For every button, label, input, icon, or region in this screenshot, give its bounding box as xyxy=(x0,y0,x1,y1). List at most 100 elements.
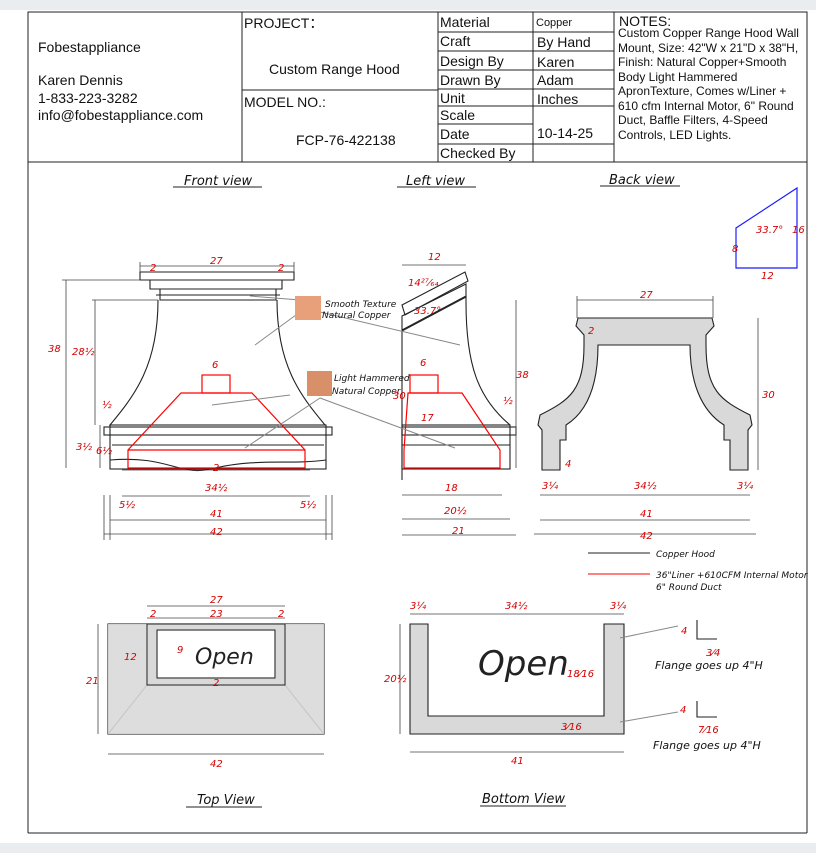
field-label-drawn: Drawn By xyxy=(440,72,501,88)
field-label-unit: Unit xyxy=(440,90,465,106)
dim-bot-l: 3¼ xyxy=(410,600,426,612)
contact-phone: 1-833-223-3282 xyxy=(38,90,138,106)
dim-front-foot-r: 5½ xyxy=(300,499,316,511)
legend-liner-2: 6" Round Duct xyxy=(656,583,722,593)
dim-bot-18: 18⁄16 xyxy=(567,669,594,680)
left-view-title: Left view xyxy=(406,174,465,189)
dim-flange-4b: 4 xyxy=(680,705,686,716)
top-view-flange xyxy=(146,623,286,686)
hammered-copper-swatch xyxy=(307,371,332,396)
model-value: FCP-76-422138 xyxy=(296,132,396,148)
dim-tri-8: 8 xyxy=(732,244,738,255)
dim-left-top: 12 xyxy=(428,252,441,263)
field-value-drawn: Adam xyxy=(537,72,574,88)
top-view-fill xyxy=(108,624,324,734)
dim-left-38: 38 xyxy=(516,370,529,381)
dim-top-23: 23 xyxy=(210,609,223,620)
dim-left-20: 20½ xyxy=(444,505,467,517)
back-view-outline xyxy=(537,317,753,471)
dim-front-arch: 2 xyxy=(213,463,219,474)
field-label-checked: Checked By xyxy=(440,145,516,161)
dim-left-half: ½ xyxy=(503,395,513,407)
dim-bot-41: 41 xyxy=(511,756,524,767)
back-view-title: Back view xyxy=(609,173,675,188)
smooth-texture-label: Smooth Texture xyxy=(325,300,397,310)
dim-left-slope: 14²⁷⁄₆₄ xyxy=(408,278,438,289)
dim-left-18: 18 xyxy=(445,483,458,494)
dim-top-12: 12 xyxy=(124,652,137,663)
field-value-craft: By Hand xyxy=(537,34,591,50)
dim-tri-angle: 33.7° xyxy=(756,225,783,236)
dim-left-17: 17 xyxy=(421,413,434,424)
bottom-bar xyxy=(0,843,816,853)
left-view-liner xyxy=(403,374,501,469)
field-label-material: Material xyxy=(440,14,490,30)
field-value-design: Karen xyxy=(537,54,575,70)
dim-back-inner: 34½ xyxy=(634,480,657,492)
dim-front-duct: 6 xyxy=(212,360,218,371)
front-view-liner xyxy=(127,374,306,469)
dim-back-side-l: 3¼ xyxy=(542,480,558,492)
hammered-label: Light Hammered xyxy=(334,374,410,384)
field-value-unit: Inches xyxy=(537,91,579,107)
smooth-copper-label: Natural Copper xyxy=(322,311,392,321)
dim-bot-3: 3⁄16 xyxy=(561,722,582,733)
dim-front-foot-l: 5½ xyxy=(119,499,135,511)
dim-back-side-r: 3¼ xyxy=(737,480,753,492)
legend-copper-hood: Copper Hood xyxy=(656,550,715,560)
dim-front-6half: 6½ xyxy=(96,445,112,457)
dim-front-h38: 38 xyxy=(48,344,61,355)
dim-top-27: 27 xyxy=(210,595,223,606)
field-label-design: Design By xyxy=(440,53,504,69)
dim-front-inner: 34½ xyxy=(205,482,228,494)
view-title-underlines xyxy=(173,185,680,808)
dim-top-2a: 2 xyxy=(150,609,156,620)
dim-left-duct: 6 xyxy=(420,358,426,369)
top-view-open-text: Open xyxy=(195,645,254,670)
dim-front-41: 41 xyxy=(210,509,223,520)
dim-front-3half: 3½ xyxy=(76,441,92,453)
dim-top-2c: 2 xyxy=(213,678,219,689)
dim-left-21: 21 xyxy=(452,526,465,537)
drawing-sheet: Fobestappliance Karen Dennis 1-833-223-3… xyxy=(0,10,816,843)
dimension-lines xyxy=(62,262,759,755)
flange-note-bottom: Flange goes up 4"H xyxy=(653,739,761,752)
hammered-copper-label: Natural Copper xyxy=(332,387,402,397)
bottom-view-title: Bottom View xyxy=(482,792,565,807)
field-value-material: Copper xyxy=(536,17,573,29)
flange-note-top: Flange goes up 4"H xyxy=(655,659,763,672)
top-view-title: Top View xyxy=(197,793,255,808)
dim-top-42: 42 xyxy=(210,759,223,770)
dim-flange-716: 7⁄16 xyxy=(698,725,719,736)
angle-triangle xyxy=(735,186,798,269)
bottom-view-open-text: Open xyxy=(478,644,569,684)
dim-left-angle: 33.7° xyxy=(414,306,441,317)
bottom-view-u-channel xyxy=(409,623,625,735)
project-label: PROJECT： xyxy=(244,15,324,31)
notes-text: Custom Copper Range Hood Wall Mount, Siz… xyxy=(618,26,799,142)
contact-email: info@fobestappliance.com xyxy=(38,107,204,123)
dim-top-9: 9 xyxy=(177,645,183,656)
smooth-copper-swatch xyxy=(295,296,321,320)
dim-front-42: 42 xyxy=(210,527,223,538)
dim-bot-345: 34½ xyxy=(505,600,528,612)
dim-front-cap-l: 2 xyxy=(150,263,156,274)
dim-flange-4a: 4 xyxy=(681,626,687,637)
dim-back-30: 30 xyxy=(762,390,775,401)
drawing-canvas xyxy=(27,11,808,834)
dim-top-2b: 2 xyxy=(278,609,284,620)
title-block-grid xyxy=(27,11,808,834)
dim-flange-34: 3⁄4 xyxy=(706,648,720,659)
field-value-date: 10-14-25 xyxy=(537,125,594,141)
dim-bot-r: 3¼ xyxy=(610,600,626,612)
company-name: Fobestappliance xyxy=(38,39,141,55)
dim-bot-20: 20½ xyxy=(384,673,407,685)
contact-name: Karen Dennis xyxy=(38,72,123,88)
callout-leaders xyxy=(211,295,461,449)
flange-details xyxy=(696,620,717,718)
dim-back-4: 4 xyxy=(565,459,571,470)
field-label-scale: Scale xyxy=(440,107,476,123)
dim-back-41: 41 xyxy=(640,509,653,520)
dim-back-42: 42 xyxy=(640,531,653,542)
text-overlay: Front view Left view Back view Top View … xyxy=(48,173,809,808)
